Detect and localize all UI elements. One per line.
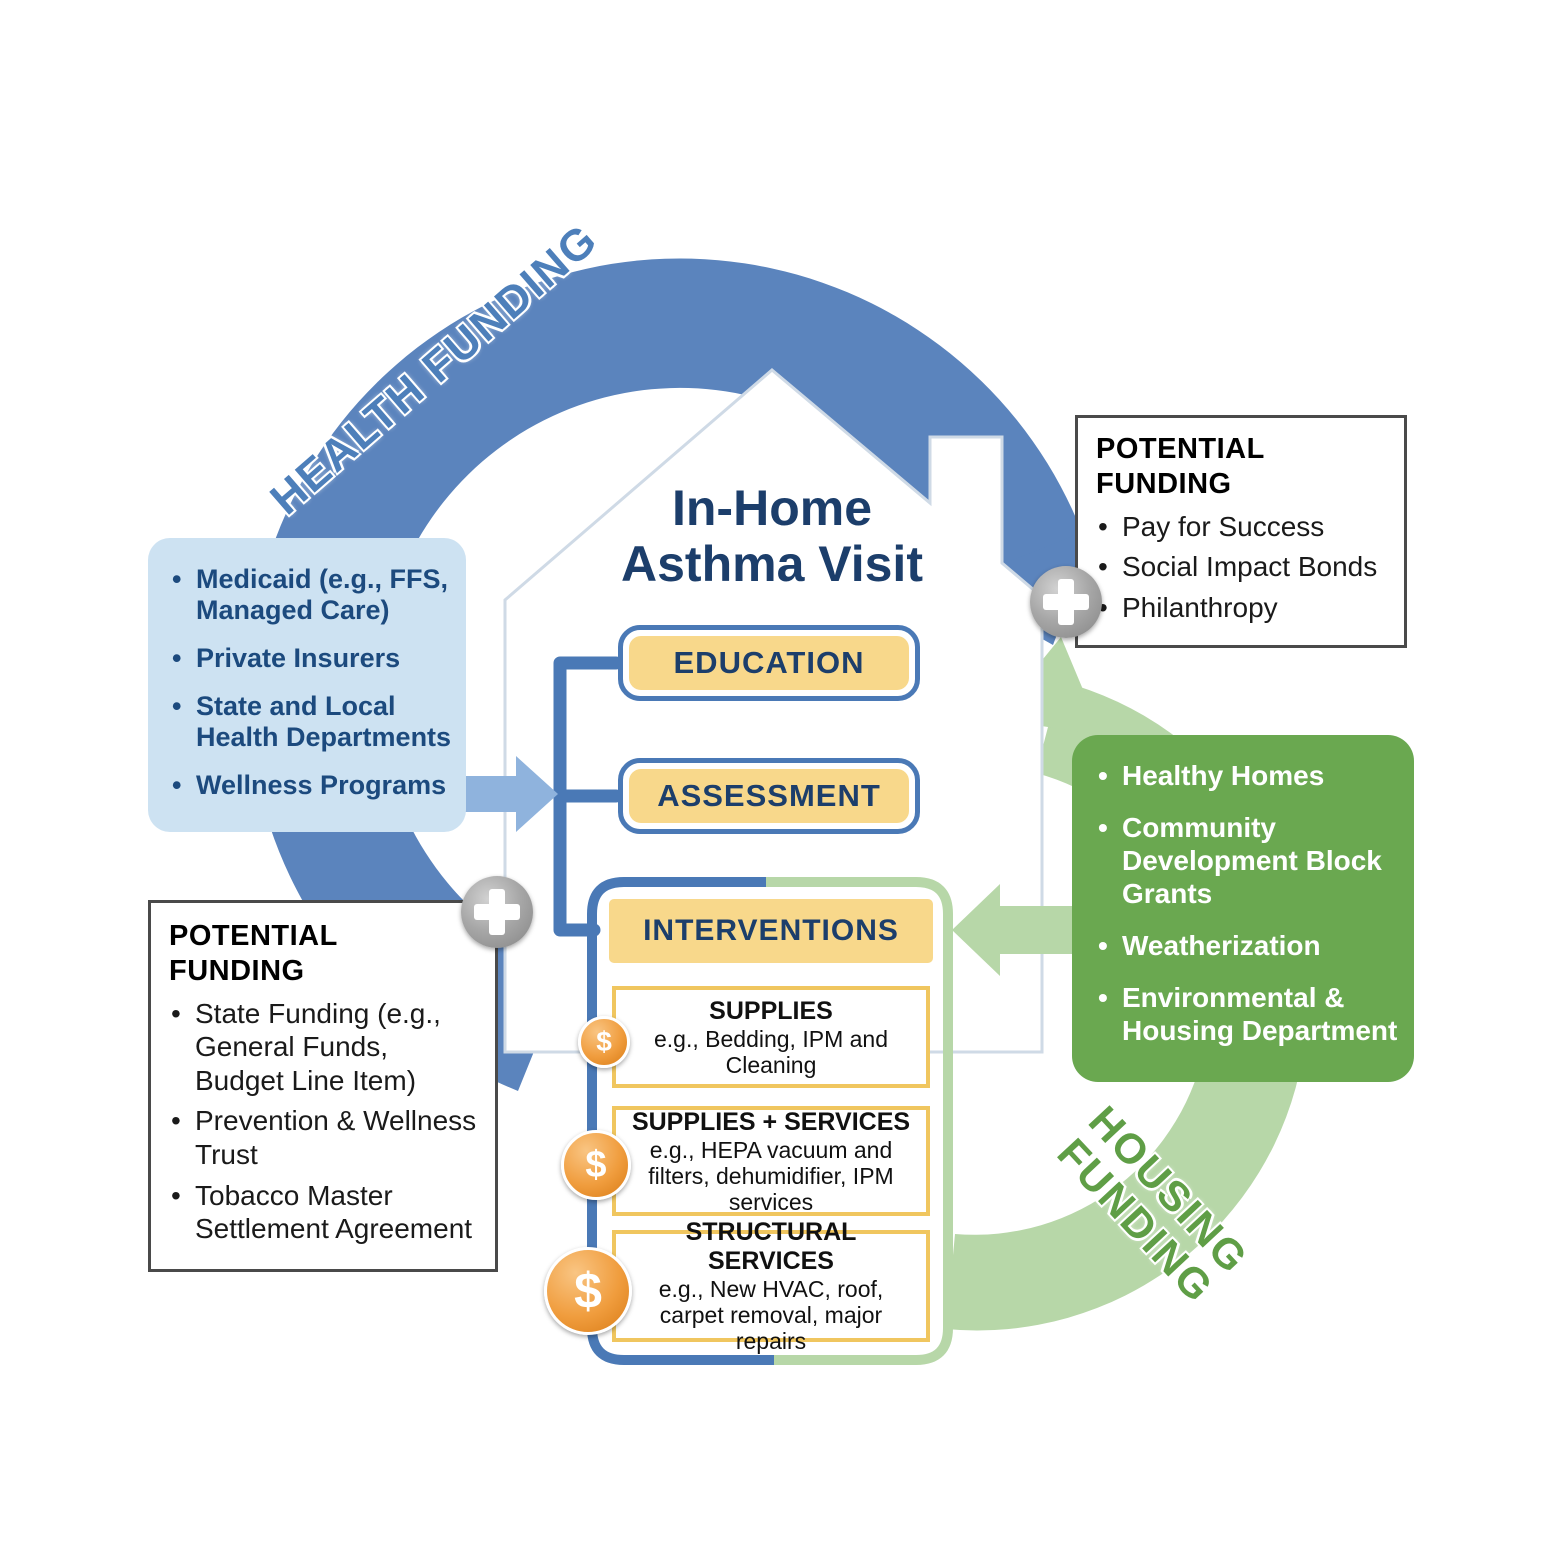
- plus-icon-potential-funding: [461, 876, 533, 948]
- list-item: Wellness Programs: [170, 770, 454, 801]
- health-sources-list: Medicaid (e.g., FFS, Managed Care) Priva…: [170, 564, 454, 801]
- list-item: State and Local Health Departments: [170, 691, 454, 753]
- page-title-line1: In-Home: [672, 480, 872, 536]
- health-sources-panel: Medicaid (e.g., FFS, Managed Care) Priva…: [148, 538, 466, 833]
- dollar-icon-large: $: [544, 1247, 632, 1335]
- structural-services-title: STRUCTURAL SERVICES: [685, 1218, 857, 1276]
- list-item: Community Development Block Grants: [1096, 811, 1400, 910]
- list-item: Private Insurers: [170, 643, 454, 674]
- health-input-arrow: [462, 756, 558, 832]
- potential-funding-top-list: Pay for Success Social Impact Bonds Phil…: [1096, 510, 1390, 625]
- page-title: In-Home Asthma Visit: [522, 480, 1022, 592]
- supplies-desc: e.g., Bedding, IPM and Cleaning: [654, 1025, 888, 1078]
- list-item: State Funding (e.g., General Funds, Budg…: [169, 997, 481, 1098]
- assessment-box: ASSESSMENT: [618, 758, 920, 834]
- education-label: EDUCATION: [629, 636, 909, 690]
- potential-funding-left-title: POTENTIAL FUNDING: [169, 920, 338, 987]
- list-item: Environmental & Housing Department: [1096, 981, 1400, 1047]
- list-item: Philanthropy: [1096, 591, 1390, 625]
- plus-icon-health-housing: [1030, 566, 1102, 638]
- page-title-line2: Asthma Visit: [621, 536, 923, 592]
- health-funding-label: HEALTH FUNDING: [261, 214, 608, 525]
- potential-funding-left-list: State Funding (e.g., General Funds, Budg…: [169, 997, 481, 1246]
- supplies-services-box: SUPPLIES + SERVICES e.g., HEPA vacuum an…: [612, 1106, 930, 1216]
- structural-services-box: STRUCTURAL SERVICES e.g., New HVAC, roof…: [612, 1218, 930, 1354]
- list-item: Prevention & Wellness Trust: [169, 1104, 481, 1171]
- list-item: Medicaid (e.g., FFS, Managed Care): [170, 564, 454, 626]
- component-bracket: [553, 656, 623, 937]
- list-item: Pay for Success: [1096, 510, 1390, 544]
- housing-sources-panel: Healthy Homes Community Development Bloc…: [1072, 735, 1414, 1083]
- list-item: Weatherization: [1096, 929, 1400, 962]
- housing-funding-label: HOUSING FUNDING: [1048, 1096, 1258, 1312]
- list-item: Social Impact Bonds: [1096, 550, 1390, 584]
- potential-funding-top-panel: POTENTIAL FUNDING Pay for Success Social…: [1075, 415, 1407, 649]
- housing-sources-list: Healthy Homes Community Development Bloc…: [1096, 759, 1400, 1047]
- dollar-icon-medium: $: [561, 1130, 631, 1200]
- supplies-box: SUPPLIES e.g., Bedding, IPM and Cleaning: [612, 986, 930, 1088]
- list-item: Tobacco Master Settlement Agreement: [169, 1179, 481, 1246]
- housing-funding-arc-arrowhead: [994, 637, 1102, 735]
- supplies-services-desc: e.g., HEPA vacuum and filters, dehumidif…: [648, 1136, 894, 1215]
- list-item: Healthy Homes: [1096, 759, 1400, 792]
- potential-funding-top-title: POTENTIAL FUNDING: [1096, 433, 1265, 500]
- assessment-label: ASSESSMENT: [629, 769, 909, 823]
- dollar-icon-small: $: [578, 1016, 630, 1068]
- housing-input-arrow: [952, 884, 1078, 976]
- potential-funding-left-panel: POTENTIAL FUNDING State Funding (e.g., G…: [148, 900, 498, 1272]
- supplies-title: SUPPLIES: [709, 996, 833, 1025]
- structural-services-desc: e.g., New HVAC, roof, carpet removal, ma…: [658, 1276, 884, 1354]
- supplies-services-title: SUPPLIES + SERVICES: [631, 1107, 911, 1136]
- education-box: EDUCATION: [618, 625, 920, 701]
- interventions-box: INTERVENTIONS: [606, 896, 936, 966]
